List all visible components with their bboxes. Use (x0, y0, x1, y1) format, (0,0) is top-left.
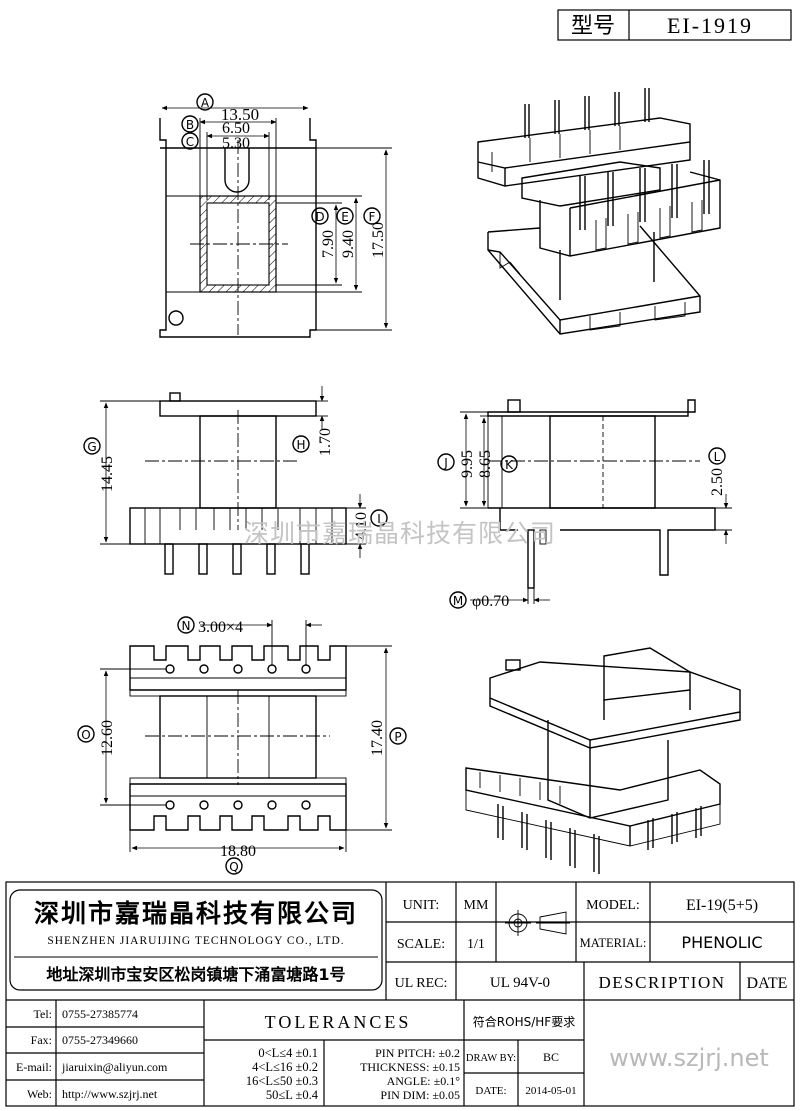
company-address: 地址深圳市宝安区松岗镇塘下涌富塘路1号 (46, 965, 345, 984)
tel-value: 0755-27385774 (62, 1007, 138, 1021)
dim-c: 5.30 (222, 135, 250, 152)
side-view (460, 399, 732, 604)
svg-text:L: L (714, 450, 721, 464)
bottom-view-labels: N 3.00×4 O 12.60 P 17.40 18.80 Q (77, 616, 407, 875)
tol-pin-dim: PIN DIM: ±0.05 (380, 1088, 460, 1102)
company-name-en: SHENZHEN JIARUIJING TECHNOLOGY CO., LTD. (47, 935, 344, 947)
unit-label: UNIT: (403, 898, 440, 913)
dim-b: 6.50 (222, 120, 250, 137)
model-label: MODEL: (586, 898, 640, 913)
svg-text:G: G (87, 440, 96, 454)
svg-text:K: K (505, 458, 514, 472)
svg-text:N: N (182, 619, 191, 633)
email-label: E-mail: (16, 1060, 52, 1074)
top-view (159, 105, 392, 338)
material-label: MATERIAL: (580, 936, 647, 950)
dim-m: φ0.70 (472, 593, 509, 610)
model-value: EI-19(5+5) (686, 897, 758, 914)
svg-text:Q: Q (229, 860, 238, 874)
svg-text:O: O (81, 728, 90, 742)
bottom-view (100, 620, 392, 852)
dim-q: 18.80 (220, 843, 256, 860)
scale-value: 1/1 (467, 937, 485, 952)
svg-text:J: J (443, 456, 448, 470)
svg-text:D: D (315, 210, 324, 224)
tol-length-3: 16<L≤50 ±0.3 (246, 1074, 318, 1088)
dim-l: 2.50 (709, 468, 726, 496)
dim-e: 9.40 (340, 230, 357, 258)
watermark: 深圳市嘉瑞晶科技有限公司 (244, 519, 556, 548)
fax-label: Fax: (31, 1033, 52, 1047)
svg-text:P: P (394, 730, 401, 744)
dim-p: 17.40 (369, 720, 386, 756)
header-label: 型号 (571, 14, 615, 39)
dim-i: 4.10 (353, 512, 370, 540)
dim-j: 9.95 (459, 450, 476, 478)
svg-text:C: C (186, 135, 194, 149)
front-view-labels: G 14.45 H 1.70 I 4.10 (83, 428, 388, 540)
draw-by-label: DRAW BY: (466, 1053, 516, 1064)
iso-view-exploded (477, 88, 721, 335)
email-value: jiaruixin@aliyun.com (61, 1060, 168, 1074)
svg-text:H: H (296, 438, 305, 452)
header-model: EI-1919 (667, 13, 753, 38)
scale-label: SCALE: (397, 937, 445, 952)
svg-text:A: A (201, 96, 210, 110)
dim-d: 7.90 (320, 230, 337, 258)
website-watermark: www.szjrj.net (609, 1044, 769, 1072)
svg-text:M: M (453, 594, 463, 608)
company-name-cn: 深圳市嘉瑞晶科技有限公司 (34, 899, 358, 928)
title-block: 深圳市嘉瑞晶科技有限公司 SHENZHEN JIARUIJING TECHNOL… (5, 881, 795, 1107)
tol-length-4: 50≤L ±0.4 (266, 1088, 319, 1102)
tel-label: Tel: (34, 1007, 53, 1021)
date-value: 2014-05-01 (525, 1085, 576, 1097)
dim-o: 12.60 (99, 720, 116, 756)
tol-length-2: 4<L≤16 ±0.2 (252, 1060, 318, 1074)
dim-h: 1.70 (317, 428, 334, 456)
dim-a: 13.50 (221, 105, 259, 124)
fax-value: 0755-27349660 (62, 1033, 138, 1047)
svg-text:B: B (186, 118, 194, 132)
side-view-labels: J 9.95 K 8.65 L 2.50 M φ0.70 (437, 447, 726, 610)
tol-thickness: THICKNESS: ±0.15 (360, 1060, 460, 1074)
web-label: Web: (27, 1087, 52, 1101)
date-header: DATE (747, 975, 788, 992)
tol-pin-pitch: PIN PITCH: ±0.2 (375, 1046, 460, 1060)
tol-length-1: 0<L≤4 ±0.1 (258, 1046, 318, 1060)
tolerances-title: TOLERANCES (265, 1012, 412, 1032)
iso-view-assembled (465, 647, 741, 874)
projection-symbol-icon (505, 910, 570, 936)
material-value: PHENOLIC (681, 933, 762, 952)
compliance-note: 符合ROHS/HF要求 (473, 1014, 575, 1029)
dim-n: 3.00×4 (198, 619, 243, 636)
ul-label: UL REC: (395, 976, 448, 991)
svg-text:E: E (341, 210, 349, 224)
ul-value: UL 94V-0 (490, 975, 550, 991)
tol-angle: ANGLE: ±0.1° (387, 1074, 461, 1088)
top-view-labels: A 13.50 B 6.50 C 5.30 D 7.90 E 9.40 F 17… (181, 93, 387, 258)
svg-text:F: F (369, 210, 376, 224)
dim-f: 17.50 (370, 222, 387, 258)
unit-value: MM (464, 898, 489, 913)
front-view (100, 386, 366, 575)
draw-by-value: BC (543, 1050, 559, 1064)
dim-g: 14.45 (99, 456, 116, 492)
web-value: http://www.szjrj.net (62, 1087, 158, 1101)
dim-k: 8.65 (477, 450, 494, 478)
svg-text:I: I (377, 512, 381, 526)
description-header: DESCRIPTION (598, 973, 725, 992)
date-label: DATE: (475, 1085, 506, 1097)
model-header-box: 型号 EI-1919 (557, 9, 792, 41)
